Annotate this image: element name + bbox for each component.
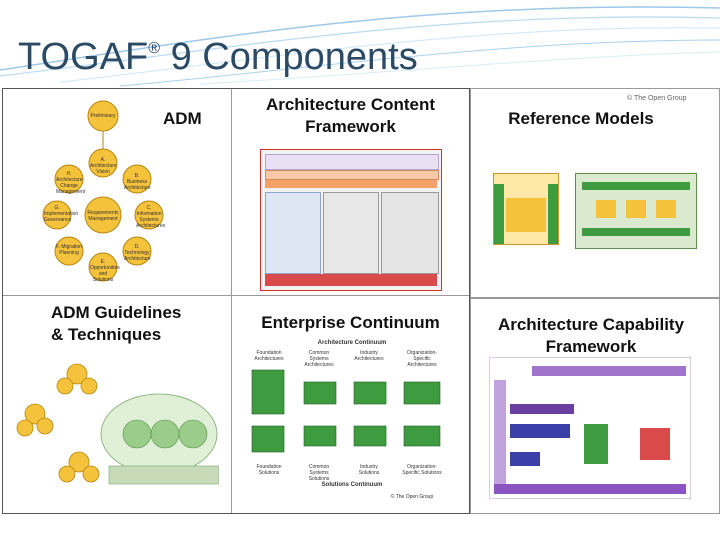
panel-adm-title: ADM <box>163 109 202 128</box>
ref-iii-rm-diagram <box>575 173 697 249</box>
ec-bottom-1: Foundation Solutions <box>256 464 282 476</box>
panel-acf-title-2: Framework <box>305 117 396 136</box>
acf-diagram <box>260 149 442 291</box>
adm-phase-f: F. Migration Planning <box>56 244 82 256</box>
slide-title: TOGAF® 9 Components <box>18 36 418 78</box>
adm-prelim-label: Preliminary <box>90 113 116 119</box>
panel-guidelines-title-2: & Techniques <box>51 325 162 344</box>
ec-bottom-3: Industry Solutions <box>358 464 380 476</box>
panel-capability-title-1: Architecture Capability <box>497 315 685 334</box>
adm-phase-g: G. Implementation Governance <box>44 205 79 223</box>
adm-cycle-diagram <box>42 100 164 282</box>
ec-bottom-4: Organization-Specific Solutions <box>402 464 442 476</box>
guidelines-diagram <box>16 363 219 485</box>
capability-diagram <box>489 357 691 499</box>
panel-adm: ADM Preliminary Requirements Management … <box>3 89 232 296</box>
panel-acf: Architecture Content Framework <box>232 89 469 296</box>
adm-phase-a: A. Architecture Vision <box>90 157 117 175</box>
ec-bottom-2: Common Systems Solutions <box>308 464 330 482</box>
ec-top-2: Common Systems Architectures <box>304 350 334 368</box>
adm-phase-d: D. Technology Architecture <box>124 244 151 262</box>
ec-arch-continuum: Architecture Continuum <box>317 340 387 346</box>
adm-phase-c: C. Information Systems Architectures <box>136 205 166 229</box>
adm-phase-b: B. Business Architecture <box>124 173 151 191</box>
ref-trm-diagram <box>493 173 559 245</box>
ec-solutions-continuum: Solutions Continuum <box>321 482 383 488</box>
ec-top-1: Foundation Architectures <box>254 350 284 362</box>
adm-phase-h: H. Architecture Change Management <box>56 171 86 195</box>
ec-top-3: Industry Architectures <box>354 350 384 362</box>
panel-capability-title-2: Framework <box>545 337 637 356</box>
ec-top-4: Organization-Specific Architectures <box>406 350 437 368</box>
panel-continuum: Enterprise Continuum Architecture Contin… <box>232 296 469 513</box>
panel-acf-title-1: Architecture Content <box>265 95 436 114</box>
ec-copyright: © The Open Group <box>390 494 434 500</box>
adm-center-label: Requirements Management <box>87 210 119 222</box>
panel-capability-framework: Architecture Capability Framework <box>470 298 720 514</box>
panel-reference-models: © The Open Group Reference Models <box>470 88 720 298</box>
adm-phase-e: E. Opportunities and Solutions <box>90 259 120 283</box>
panel-guidelines: ADM Guidelines & Techniques <box>3 296 232 513</box>
continuum-diagram <box>251 369 441 453</box>
header-swoosh <box>0 6 720 87</box>
components-grid: ADM Preliminary Requirements Management … <box>2 88 470 514</box>
panel-guidelines-title-1: ADM Guidelines <box>51 303 182 322</box>
panel-continuum-title: Enterprise Continuum <box>261 313 440 332</box>
ref-copyright: © The Open Group <box>627 95 687 102</box>
panel-reference-title: Reference Models <box>508 109 654 128</box>
